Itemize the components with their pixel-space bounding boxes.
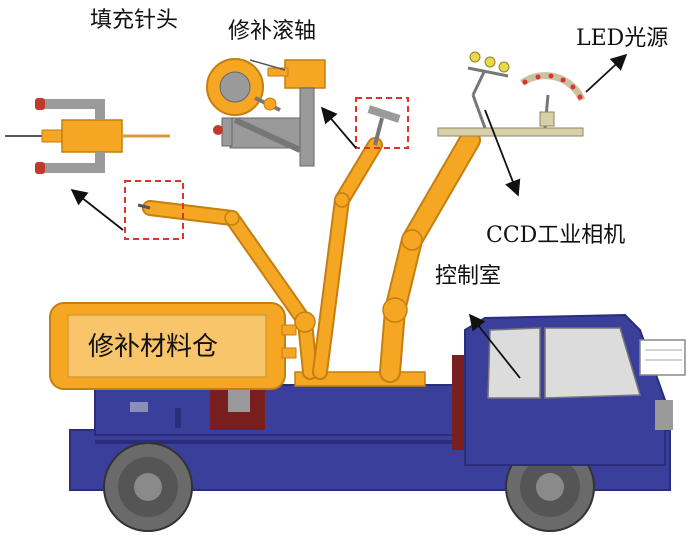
material-bin (49, 302, 297, 390)
roller-highlight-box (355, 97, 409, 149)
arrow-control-room (468, 313, 521, 379)
camera-robot-arm (379, 129, 481, 383)
needle-highlight-box (124, 180, 184, 240)
arrow-led-light (585, 53, 628, 93)
led-light-arc (519, 72, 586, 102)
label-control-room: 控制室 (435, 264, 501, 289)
ccd-camera-platform (437, 51, 584, 137)
filling-needle-detail (5, 98, 170, 174)
control-room-cab (464, 313, 686, 466)
label-ccd-camera: CCD工业相机 (486, 223, 625, 248)
rear-wheel (103, 442, 193, 532)
arrow-ccd-camera (484, 109, 521, 197)
label-repair-roller: 修补滚轴 (228, 19, 316, 44)
repair-roller-detail (206, 58, 326, 167)
roller-robot-arm (312, 105, 401, 380)
arrow-filling-needle (70, 189, 124, 231)
label-filling-needle: 填充针头 (90, 8, 178, 33)
label-led-light: LED光源 (576, 26, 668, 51)
arrow-repair-roller (320, 106, 357, 149)
needle-robot-arm (137, 200, 318, 380)
label-material-bin: 修补材料仓 (88, 332, 218, 362)
